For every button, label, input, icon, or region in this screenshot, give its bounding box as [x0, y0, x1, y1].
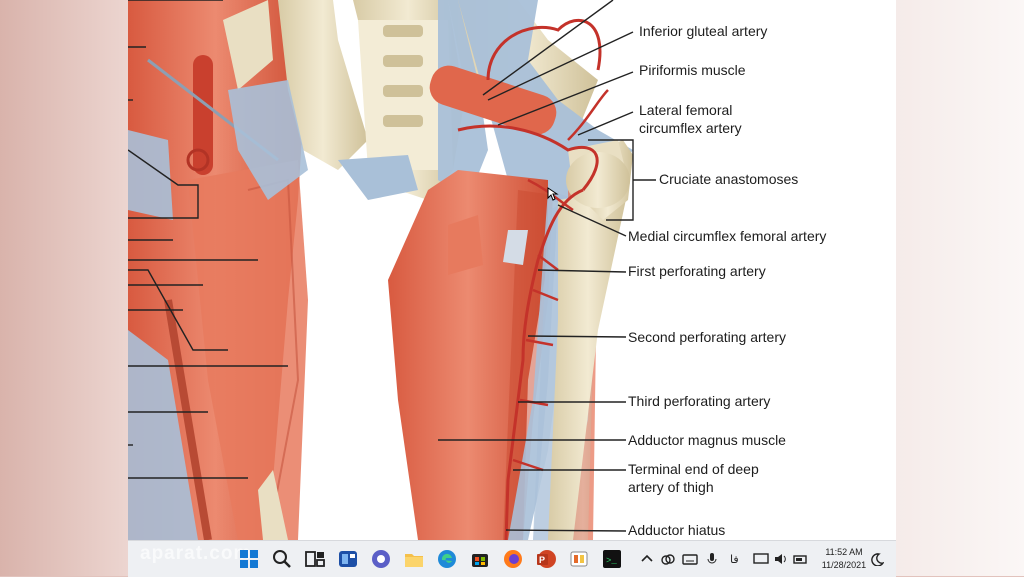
- right-thigh-illustration: [388, 0, 633, 540]
- label-third-perforating-artery: Third perforating artery: [628, 393, 771, 409]
- right-letterbox: [896, 0, 1024, 576]
- powerpoint-icon[interactable]: P: [535, 548, 557, 570]
- svg-text:P: P: [539, 555, 545, 565]
- label-medial-circumflex-femoral-artery: Medial circumflex femoral artery: [628, 228, 827, 244]
- label-first-perforating-artery: First perforating artery: [628, 263, 766, 279]
- leader-lines-right: [438, 0, 656, 532]
- battery-icon[interactable]: [792, 552, 809, 566]
- label-terminal-end-deep: Terminal end of deep: [628, 461, 759, 477]
- terminal-app-icon[interactable]: >_: [601, 548, 623, 570]
- leader-lines-left: [128, 0, 288, 479]
- label-lateral-femoral: Lateral femoral: [639, 102, 733, 118]
- file-explorer-icon[interactable]: [403, 548, 425, 570]
- keyboard-icon[interactable]: [682, 552, 698, 566]
- svg-text:>_: >_: [606, 556, 617, 566]
- volume-icon[interactable]: [773, 552, 789, 566]
- store-icon[interactable]: [469, 548, 491, 570]
- slide-canvas: Inferior gluteal artery Piriformis muscl…: [128, 0, 896, 540]
- microphone-icon[interactable]: [706, 552, 718, 566]
- anatomy-illustration: [128, 0, 656, 540]
- moon-icon[interactable]: [870, 552, 884, 566]
- chevron-up-icon[interactable]: [640, 552, 654, 566]
- hand-cursor-icon: [547, 187, 559, 201]
- clock-time: 11:52 AM: [825, 547, 863, 557]
- left-letterbox: [0, 0, 128, 576]
- artery-network: [457, 19, 609, 540]
- label-piriformis-muscle: Piriformis muscle: [639, 62, 746, 78]
- input-language-indicator[interactable]: فا: [730, 552, 739, 566]
- app-icon[interactable]: [568, 548, 590, 570]
- label-adductor-magnus-muscle: Adductor magnus muscle: [628, 432, 786, 448]
- system-tray: فا: [640, 541, 809, 577]
- firefox-icon[interactable]: [502, 548, 524, 570]
- cloud-icon[interactable]: [660, 552, 676, 566]
- label-second-perforating-artery: Second perforating artery: [628, 329, 786, 345]
- watermark-text: aparat.com: [140, 543, 252, 564]
- label-adductor-hiatus: Adductor hiatus: [628, 522, 726, 538]
- windows-start-icon[interactable]: [238, 548, 260, 570]
- search-icon[interactable]: [271, 548, 293, 570]
- label-artery-of-thigh: artery of thigh: [628, 479, 714, 495]
- clock[interactable]: 11:52 AM 11/28/2021: [818, 546, 870, 572]
- label-circumflex-artery: circumflex artery: [639, 120, 742, 136]
- edge-icon[interactable]: [436, 548, 458, 570]
- label-inferior-gluteal-artery: Inferior gluteal artery: [639, 23, 768, 39]
- taskbar: aparat.com P >_ فا: [128, 540, 896, 577]
- label-cruciate-anastomoses: Cruciate anastomoses: [659, 171, 799, 187]
- clock-date: 11/28/2021: [821, 560, 867, 570]
- left-thigh-illustration: [128, 0, 308, 540]
- teams-chat-icon[interactable]: [370, 548, 392, 570]
- task-view-icon[interactable]: [304, 548, 326, 570]
- display-icon[interactable]: [752, 552, 769, 566]
- widgets-icon[interactable]: [337, 548, 359, 570]
